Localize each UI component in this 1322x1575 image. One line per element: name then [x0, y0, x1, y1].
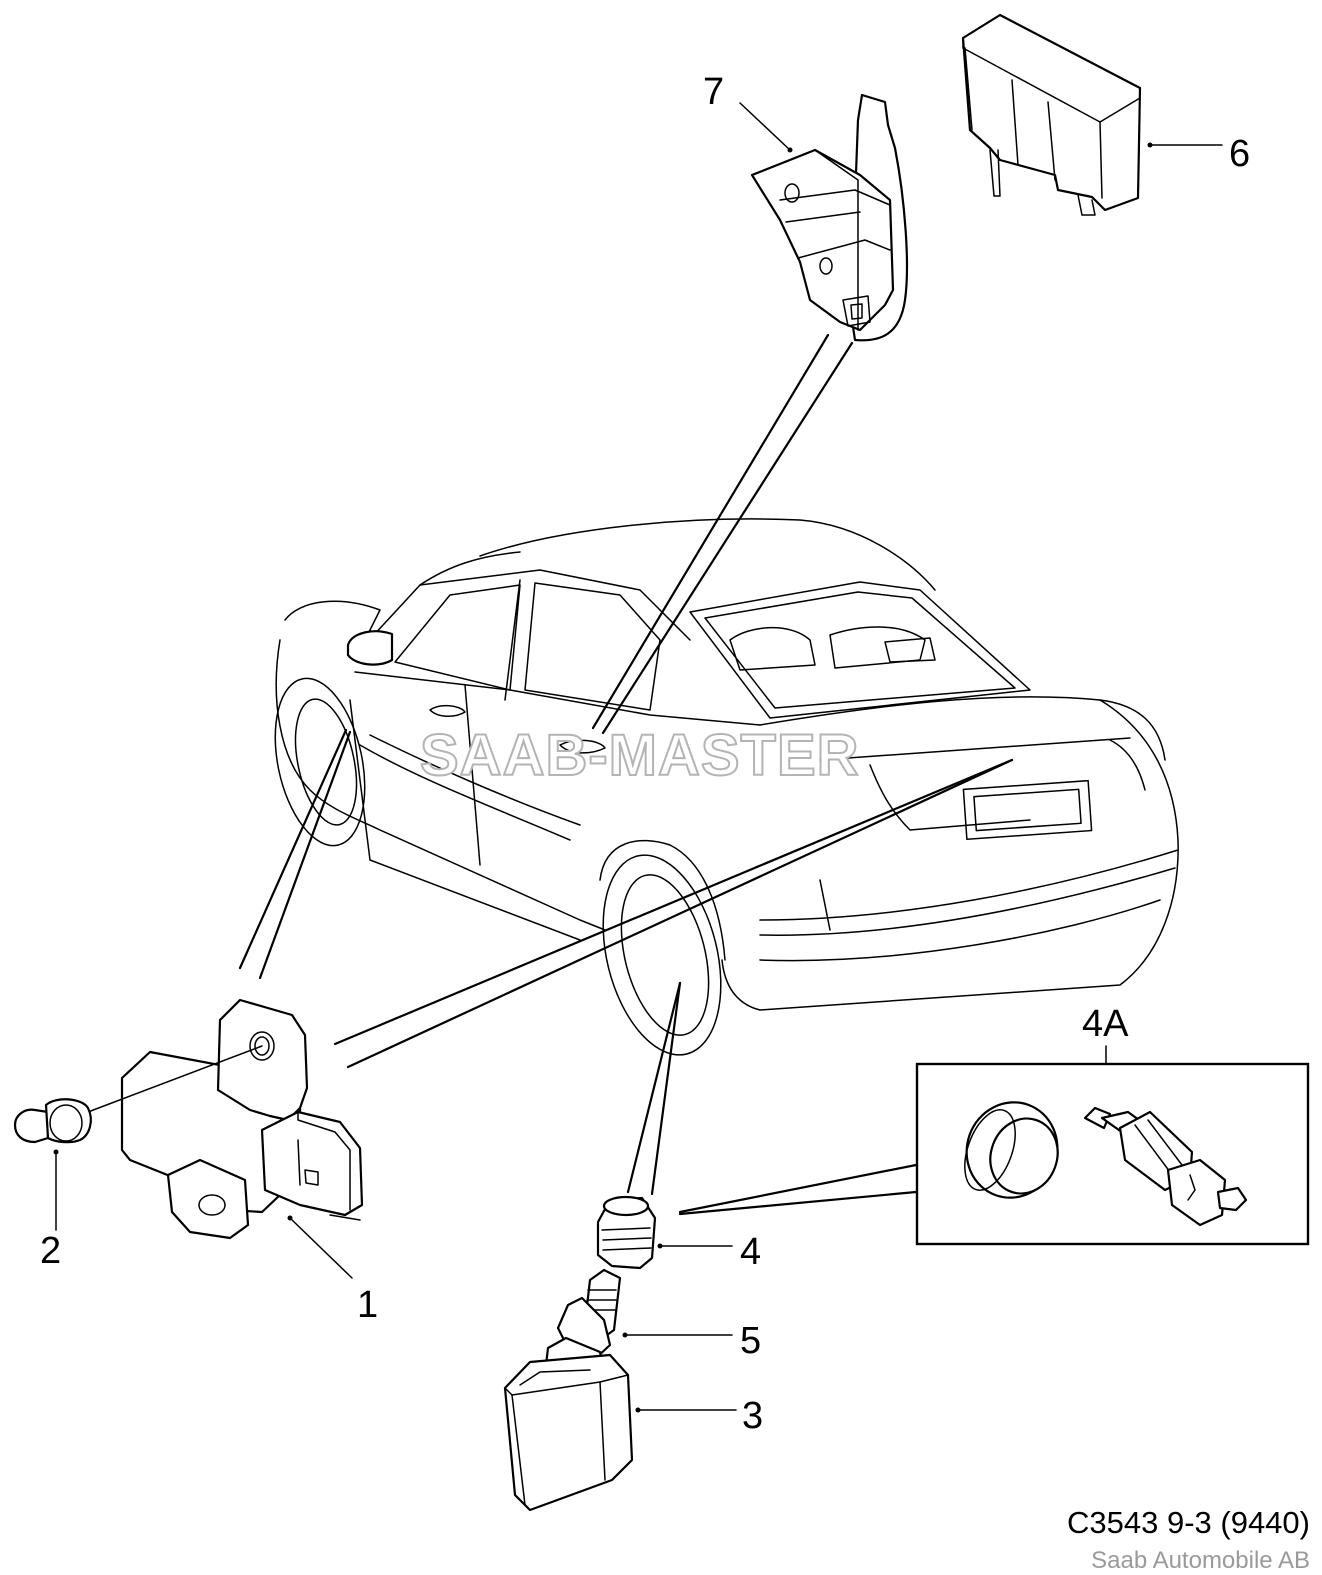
diagram-reference: C3543 9-3 (9440) — [1067, 1505, 1310, 1540]
label-part-3: 3 — [742, 1395, 763, 1437]
seal-ring-icon — [964, 1101, 1059, 1199]
part-1-module: 1 — [87, 998, 378, 1326]
label-part-7: 7 — [703, 71, 724, 113]
part-6-relay: 6 — [961, 13, 1250, 216]
leader-wedges — [238, 333, 1014, 1216]
part-7-bracket: 7 — [703, 71, 909, 342]
label-part-6: 6 — [1229, 133, 1250, 175]
copyright-text: Saab Automobile AB — [1091, 1547, 1310, 1574]
valve-assembly-icon — [1083, 1106, 1248, 1227]
part-3-sensor: 3 — [503, 1353, 763, 1512]
label-part-4a: 4A — [1082, 1003, 1129, 1045]
label-part-2: 2 — [40, 1230, 61, 1272]
label-part-5: 5 — [740, 1320, 761, 1362]
label-part-1: 1 — [357, 1284, 378, 1326]
label-part-4: 4 — [740, 1231, 761, 1273]
part-4-valve-cap: 4 — [596, 1195, 761, 1273]
part-2-screw: 2 — [13, 1098, 92, 1272]
detail-box-4a: 4A — [915, 1003, 1310, 1246]
car-outline — [274, 518, 1179, 1056]
watermark-text: SAAB-MASTER — [420, 723, 860, 788]
